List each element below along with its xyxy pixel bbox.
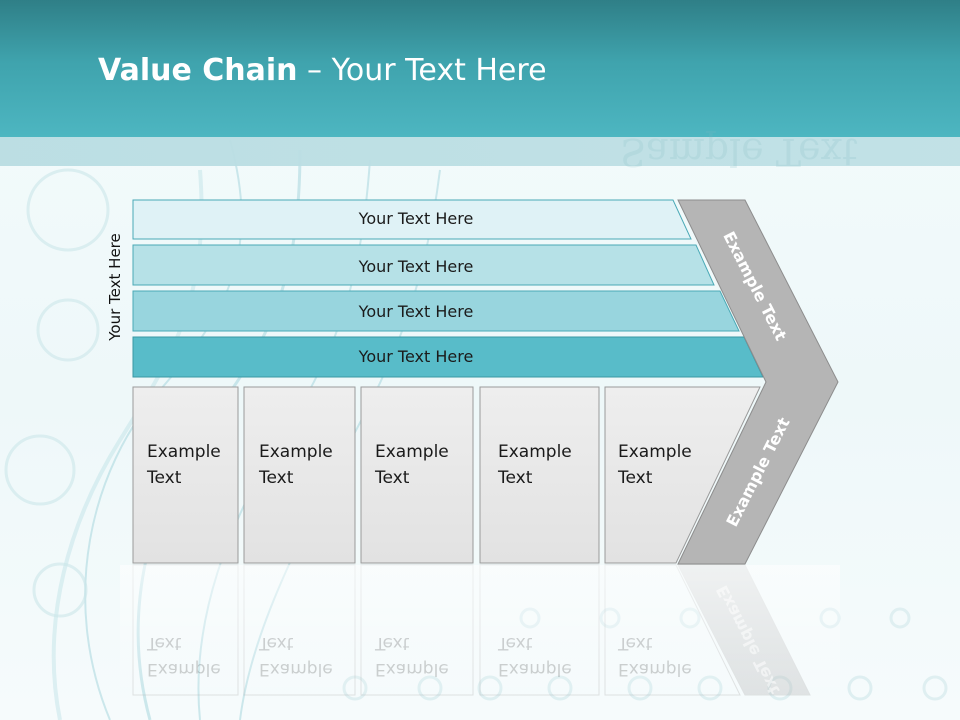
column-reflection-5-line2: Text <box>618 633 653 653</box>
column-label-5-line1: Example <box>618 442 692 462</box>
column-reflection-4-line2: Text <box>498 633 533 653</box>
bar-2 <box>132 244 715 286</box>
column-reflection-4-line1: Example <box>498 659 572 679</box>
header-band <box>0 137 960 166</box>
column-reflection-2: Example Text <box>259 630 333 682</box>
column-box-5 <box>604 386 761 564</box>
column-box-4 <box>479 386 600 564</box>
column-reflection-5: Example Text <box>618 630 692 682</box>
column-label-2-line1: Example <box>259 442 333 462</box>
title-bar <box>0 0 960 137</box>
column-label-2-line2: Text <box>259 468 294 488</box>
column-label-5-line2: Text <box>618 468 653 488</box>
title-bold: Value Chain <box>98 53 298 88</box>
column-reflection-3-line1: Example <box>375 659 449 679</box>
column-reflection-1-line2: Text <box>147 633 182 653</box>
bar-label-2: Your Text Here <box>358 257 474 276</box>
bar-label-1: Your Text Here <box>358 209 474 228</box>
bar-label-3: Your Text Here <box>358 302 474 321</box>
bar-1 <box>132 199 692 240</box>
side-label: Your Text Here <box>106 233 124 341</box>
column-reflection-2-line1: Example <box>259 659 333 679</box>
column-reflection-2-line2: Text <box>259 633 294 653</box>
bar-label-4: Your Text Here <box>358 347 474 366</box>
column-label-4-line2: Text <box>498 468 533 488</box>
bar-3 <box>132 290 740 332</box>
column-label-1-line2: Text <box>147 468 182 488</box>
reflection-fade <box>120 565 840 700</box>
column-reflection-3: Example Text <box>375 630 449 682</box>
bar-4 <box>132 336 764 378</box>
column-box-3 <box>360 386 474 564</box>
title-rest: – Your Text Here <box>297 53 547 88</box>
column-reflection-4: Example Text <box>498 630 572 682</box>
column-label-4-line1: Example <box>498 442 572 462</box>
column-box-2 <box>243 386 356 564</box>
column-reflection-3-line2: Text <box>375 633 410 653</box>
column-label-1-line1: Example <box>147 442 221 462</box>
column-reflection-1: Example Text <box>147 630 221 682</box>
chevron-shape <box>677 199 839 565</box>
column-reflection-5-line1: Example <box>618 659 692 679</box>
column-label-3-line1: Example <box>375 442 449 462</box>
column-label-3-line2: Text <box>375 468 410 488</box>
column-box-1 <box>132 386 239 564</box>
slide-title: Value Chain – Your Text Here <box>98 53 547 88</box>
column-reflection-1-line1: Example <box>147 659 221 679</box>
